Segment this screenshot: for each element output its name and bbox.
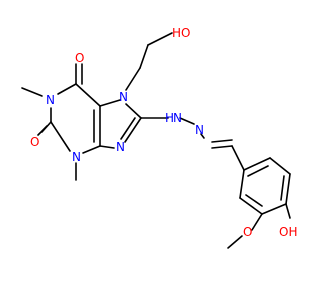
atom-hydrazine-h: H: [165, 111, 174, 125]
bond-c8-n9-double: [120, 117, 136, 140]
atom-n3: N: [72, 150, 81, 164]
bond-c2-n3: [50, 121, 71, 152]
atom-hydroxyl-ho: HO: [172, 26, 190, 40]
atom-n9: N: [116, 140, 125, 154]
bond-c6-n1: [57, 83, 77, 95]
bond-n-ch-double: [211, 139, 233, 143]
bond-ring-e: [239, 197, 263, 215]
bond-ring-c: [285, 173, 291, 205]
bond-ring-e-double: [245, 194, 263, 207]
atom-label-layer: HO N O N N H N N O N O OH: [30, 26, 297, 239]
atom-hydrazine-n-right: N: [195, 123, 204, 137]
bond-ome-methyl: [227, 235, 243, 249]
bond-n7-c8: [125, 103, 142, 119]
molecule-structure-diagram: HO N O N N H N N O N O OH: [21, 26, 297, 249]
bond-ring-b: [269, 157, 291, 175]
atom-phenol-oh: OH: [279, 225, 297, 239]
bond-n3-c4: [82, 145, 101, 154]
atom-methoxy-oxygen: O: [243, 225, 252, 239]
bond-c8-n9: [124, 117, 142, 143]
bond-nh-n: [179, 117, 195, 125]
bond-layer: [21, 32, 291, 249]
bond-ring-a: [243, 157, 271, 171]
bond-ring-oh: [285, 203, 291, 219]
atom-c2-oxygen: O: [30, 135, 39, 149]
atom-n7: N: [119, 90, 128, 104]
bond-c2-o-double: [37, 125, 48, 136]
bond-chain-o-c: [147, 32, 173, 46]
bond-ring-ome: [251, 213, 263, 231]
atom-n1: N: [46, 93, 55, 107]
bond-n9-c4: [99, 145, 115, 149]
bond-c5-c6: [75, 83, 101, 107]
atom-hydrazine-n-left: N: [173, 111, 182, 125]
bond-n1-methyl: [21, 87, 43, 97]
bond-n-ch: [211, 145, 233, 149]
bond-n-n: [200, 133, 205, 139]
bond-n7-c5: [99, 99, 121, 107]
bond-chain-c-n7: [125, 67, 141, 91]
bond-chain-c-c: [139, 44, 149, 69]
atom-c6-oxygen: O: [75, 51, 84, 65]
bond-ring-a-double: [247, 165, 269, 177]
bond-ring-d: [261, 203, 287, 215]
bond-ring-c-double: [280, 175, 285, 201]
bond-ring-f: [239, 169, 245, 199]
bond-ch-c1: [231, 145, 245, 171]
